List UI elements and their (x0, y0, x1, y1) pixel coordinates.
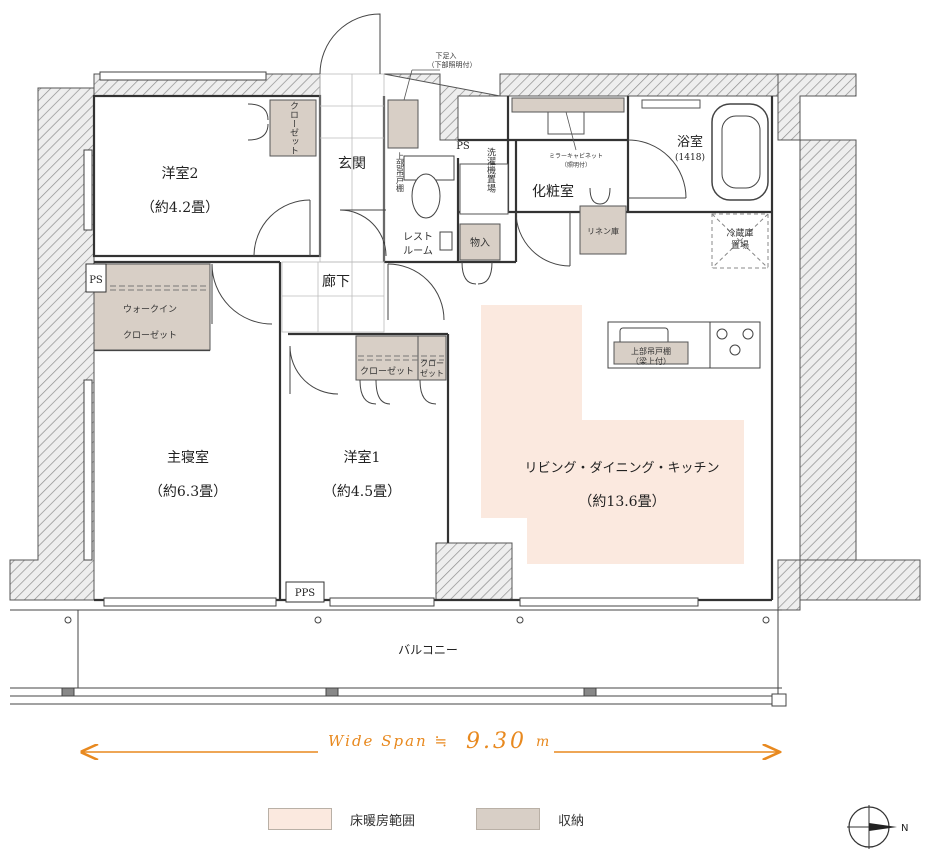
mirror-cabinet-line1: ミラーキャビネット (549, 152, 603, 160)
room-restroom-line1: レスト (403, 232, 433, 243)
structural-walls (9, 73, 921, 611)
legend-heated-label: 床暖房範囲 (350, 813, 416, 829)
shoe-box (387, 99, 419, 149)
legend-heated-swatch (268, 808, 332, 830)
pps-label: PPS (295, 588, 315, 599)
upper-shelf-kitchen-line1: 上部吊戸棚 (631, 346, 671, 356)
span-value: 9.30 (466, 729, 527, 754)
legend-storage: 収納 (476, 808, 584, 830)
room-western1-name: 洋室1 (344, 449, 381, 466)
toilet (411, 173, 441, 219)
ps-box-left (85, 263, 107, 293)
balcony (10, 609, 787, 707)
room-western2-size: （約4.2畳） (141, 200, 219, 216)
ps-label-center: PS (456, 141, 470, 152)
storeroom-label: 物入 (470, 236, 490, 249)
shoe-box-line1: 下足入 (436, 52, 457, 60)
upper-shelf-kitchen-line2: （梁上付） (631, 356, 671, 366)
mirror-cabinet (511, 97, 625, 113)
ps-label-left: PS (89, 275, 103, 286)
room-powder: 化粧室 (532, 183, 574, 200)
room-ldk-name: リビング・ダイニング・キッチン (524, 461, 719, 476)
room-ldk-size: （約13.6畳） (578, 494, 665, 510)
room-restroom-line2: ルーム (403, 245, 433, 257)
storeroom (459, 223, 501, 261)
legend-storage-label: 収納 (558, 813, 585, 829)
door-swings (211, 13, 687, 405)
span-label: Wide Span ≒ (328, 732, 449, 750)
closet-western1 (355, 335, 419, 381)
room-bath-size: (1418) (675, 152, 705, 163)
room-bath-name: 浴室 (677, 134, 703, 150)
fridge-label-line1: 冷蔵庫 (726, 227, 753, 239)
closet-western1-small-line1: クロー (420, 359, 444, 368)
room-western2-name: 洋室2 (162, 165, 199, 182)
upper-shelf-rest-label: 上部吊戸棚 (396, 152, 405, 193)
laundry-space (459, 163, 509, 215)
room-entrance: 玄関 (338, 155, 366, 172)
shoe-box-line2: （下部照明付） (428, 60, 477, 69)
walkin-label-line2: クローゼット (123, 329, 177, 341)
closet-western2 (269, 99, 317, 157)
room-balcony: バルコニー (398, 643, 458, 657)
pps-box (285, 581, 325, 603)
compass-icon: N (847, 805, 908, 849)
room-master-name: 主寝室 (167, 449, 209, 466)
closet-western2-label: クローゼット (288, 101, 299, 155)
compass-letter: N (901, 823, 908, 834)
span-unit: m (536, 734, 549, 750)
closet-western1-small (417, 335, 447, 381)
room-western1-size: （約4.5畳） (323, 484, 401, 500)
hallway-floor (281, 73, 385, 333)
linen-closet (579, 205, 627, 255)
room-hallway: 廊下 (322, 273, 350, 290)
bathtub (711, 103, 769, 201)
linen-label: リネン庫 (587, 226, 619, 236)
closet-western1-small-line2: ゼット (420, 368, 444, 378)
room-master-size: （約6.3畳） (149, 484, 227, 500)
laundry-label: 洗濯機置場 (485, 146, 496, 193)
fridge-label-line2: 置場 (731, 239, 749, 251)
legend-heated: 床暖房範囲 (268, 808, 415, 830)
walkin-closet (93, 263, 211, 351)
windows (83, 71, 699, 607)
walkin-label-line1: ウォークイン (123, 304, 177, 315)
heated-floor-area (481, 305, 744, 564)
legend-storage-swatch (476, 808, 540, 830)
closet-western1-label: クローゼット (360, 365, 414, 377)
mirror-cabinet-line2: （照明付） (561, 161, 591, 169)
